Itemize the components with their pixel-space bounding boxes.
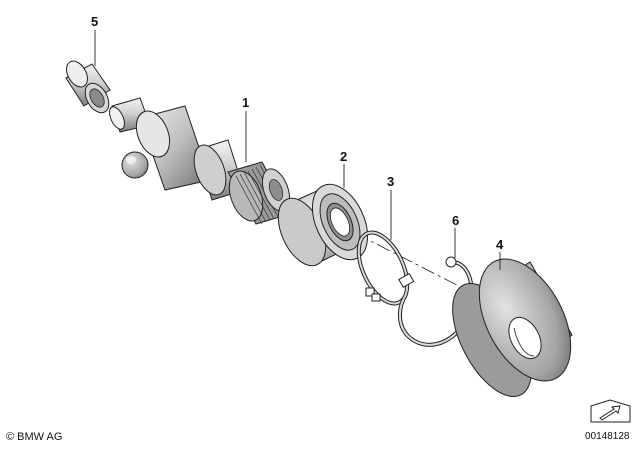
part-1-shaft <box>109 97 291 225</box>
part-3-circlip <box>356 230 410 306</box>
part-2-bearing <box>277 183 369 267</box>
arrow-icon <box>588 398 632 426</box>
diagram-number: 00148128 <box>585 431 630 442</box>
callout-2: 2 <box>340 149 348 164</box>
part-4-disc <box>452 258 573 398</box>
callout-3: 3 <box>387 174 395 189</box>
callout-4: 4 <box>496 237 504 252</box>
callout-1: 1 <box>242 95 250 110</box>
part-6-circlip <box>397 256 474 347</box>
part-5-sleeve <box>65 60 111 114</box>
copyright-text: © BMW AG <box>6 431 63 443</box>
callout-6: 6 <box>452 213 460 228</box>
callout-5: 5 <box>91 14 99 29</box>
